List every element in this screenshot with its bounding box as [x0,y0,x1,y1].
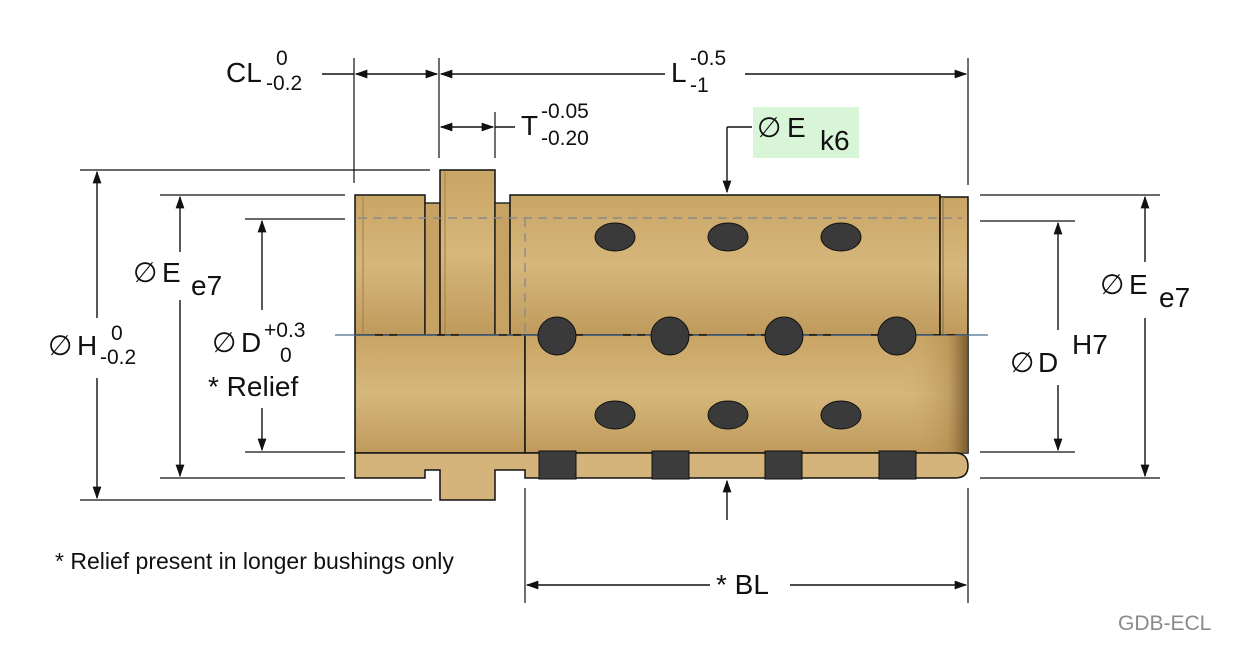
ball [820,222,862,252]
wall-plugs [538,450,917,480]
ball [594,400,636,430]
flange-section [354,194,426,336]
shading-right [900,335,968,453]
ball-row-middle [537,316,917,356]
plug [538,450,577,480]
ee7-left-diameter-symbol: ∅ [133,257,157,288]
h-letter: H [77,330,97,361]
plug [878,450,917,480]
ball [820,400,862,430]
ball-row-bottom [594,400,862,430]
part-code: GDB-ECL [1118,612,1211,635]
ek6-diameter-symbol: ∅ [757,112,781,143]
cl-upper-tolerance: 0 [276,47,288,70]
d-relief-diameter-symbol: ∅ [212,327,236,358]
collar-groove [424,202,441,336]
ee7-right-letter: E [1129,269,1148,300]
cl-lower-tolerance: -0.2 [266,72,302,95]
ball [707,400,749,430]
ee7-right-fit: e7 [1159,282,1190,313]
h-upper-tolerance: 0 [111,322,123,345]
hidden-bore-line [358,217,962,335]
ee7-left-letter: E [162,257,181,288]
ball [764,316,804,356]
t-label: T [521,110,538,141]
ball [707,222,749,252]
ek6-letter: E [787,112,806,143]
ee7-right-diameter-symbol: ∅ [1100,269,1124,300]
collar-groove-right [494,202,511,336]
collar-ring [439,169,496,336]
t-upper-tolerance: -0.05 [541,100,589,123]
d-relief-upper-tolerance: +0.3 [264,319,305,342]
ball [877,316,917,356]
cl-label: CL [226,57,262,88]
h-diameter-symbol: ∅ [48,330,72,361]
ek6-fit: k6 [820,125,850,156]
l-lower-tolerance: -1 [690,74,709,97]
relief-footnote: * Relief present in longer bushings only [55,548,454,574]
sleeve-end [939,196,969,336]
plug [651,450,690,480]
bl-label: * BL [716,569,769,600]
l-upper-tolerance: -0.5 [690,47,726,70]
bushing-body [335,169,988,501]
relief-label: * Relief [208,371,298,402]
dimension-lines [92,69,1150,590]
t-lower-tolerance: -0.20 [541,127,589,150]
ball [537,316,577,356]
dh7-letter: D [1038,347,1058,378]
extension-lines [80,58,1160,603]
plug [764,450,803,480]
ek6-highlight [753,107,859,158]
section-left [354,334,526,454]
dh7-fit: H7 [1072,329,1108,360]
sleeve-body [509,194,941,336]
dh7-diameter-symbol: ∅ [1010,347,1034,378]
ball-row-top [594,222,862,252]
ee7-left-fit: e7 [191,270,222,301]
d-relief-lower-tolerance: 0 [280,344,292,367]
h-lower-tolerance: -0.2 [100,346,136,369]
l-label: L [671,57,687,88]
ball [650,316,690,356]
ball [594,222,636,252]
d-relief-letter: D [241,327,261,358]
